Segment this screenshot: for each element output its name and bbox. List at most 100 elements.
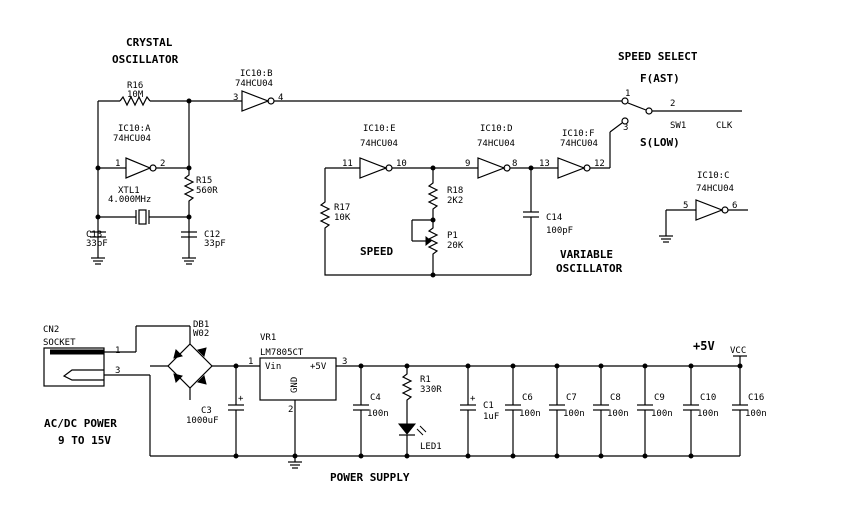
junction-dot <box>554 363 560 369</box>
ic10e-ref: IC10:E <box>363 124 396 134</box>
c13-ref: C13 <box>86 230 102 240</box>
c12-capacitor <box>181 231 197 238</box>
r16-value: 10M <box>127 90 144 100</box>
c1-value: 1uF <box>483 412 499 422</box>
variable-osc-title-1: VARIABLE <box>560 248 613 261</box>
led1-ref: LED1 <box>420 442 442 452</box>
r16-resistor <box>98 95 242 107</box>
c1-capacitor: + <box>460 366 476 456</box>
ic10d-pin-out: 8 <box>512 159 517 169</box>
xtl1-crystal <box>98 209 189 225</box>
cn2-value: SOCKET <box>43 338 76 348</box>
acdc-power-label: AC/DC POWER <box>44 417 117 430</box>
vr1-vout: +5V <box>310 362 327 372</box>
junction-dot <box>688 453 694 459</box>
junction-dot <box>688 363 694 369</box>
vr1-vin: Vin <box>265 362 281 372</box>
switch-fast-label: F(AST) <box>640 72 680 85</box>
vr1-pin-1: 1 <box>248 357 253 367</box>
junction-dot <box>510 363 516 369</box>
r15-ref: R15 <box>196 176 212 186</box>
c1-ref: C1 <box>483 401 494 411</box>
ic10d-pin-in: 9 <box>465 159 470 169</box>
vr1-regulator <box>259 357 337 401</box>
junction-dot <box>95 165 101 171</box>
db1-bridge-rectifier <box>150 326 236 400</box>
c4-capacitor <box>353 366 369 456</box>
c12-value: 33pF <box>204 239 226 249</box>
c7-ref: C7 <box>566 393 577 403</box>
svg-text:+: + <box>470 394 476 404</box>
junction-dot <box>430 217 436 223</box>
c8-capacitor <box>593 366 609 456</box>
ic10a-inverter <box>97 101 190 254</box>
junction-dot <box>510 453 516 459</box>
c6-value: 100n <box>519 409 541 419</box>
ground-symbol <box>288 456 302 469</box>
cn2-socket <box>43 325 190 456</box>
junction-dot <box>186 214 192 220</box>
ic10f-inverter <box>557 157 610 179</box>
junction-dot <box>598 363 604 369</box>
ground-symbol <box>91 254 105 265</box>
ic10a-ref: IC10:A <box>118 124 151 134</box>
switch-ref: SW1 <box>670 121 686 131</box>
r17-ref: R17 <box>334 203 350 213</box>
ic10c-ref: IC10:C <box>697 171 730 181</box>
c3-ref: C3 <box>201 406 212 416</box>
c10-value: 100n <box>697 409 719 419</box>
ic10e-part: 74HCU04 <box>360 139 398 149</box>
c16-value: 100n <box>745 409 767 419</box>
c13-value: 33pF <box>86 239 108 249</box>
r15-value: 560R <box>196 186 218 196</box>
c9-ref: C9 <box>654 393 665 403</box>
crystal-osc-title-1: CRYSTAL <box>126 36 173 49</box>
vr1-value: LM7805CT <box>260 348 304 358</box>
c14-ref: C14 <box>546 213 562 223</box>
ic10e-pin-in: 11 <box>342 159 353 169</box>
ic10a-pin-in: 1 <box>115 159 120 169</box>
vr1-gnd: GND <box>290 377 300 393</box>
junction-dot <box>465 453 471 459</box>
ic10f-part: 74HCU04 <box>560 139 598 149</box>
r15-resistor <box>183 168 195 254</box>
ic10c-pin-in: 5 <box>683 201 688 211</box>
ic10f-pin-out: 12 <box>594 159 605 169</box>
c16-ref: C16 <box>748 393 764 403</box>
switch-pin-2: 2 <box>670 99 675 109</box>
switch-pin-1: 1 <box>625 89 630 99</box>
junction-dot <box>404 363 410 369</box>
junction-dot <box>233 453 239 459</box>
c4-ref: C4 <box>370 393 381 403</box>
c10-ref: C10 <box>700 393 716 403</box>
vr1-pin-3: 3 <box>342 357 347 367</box>
db1-ref: DB1 <box>193 320 209 330</box>
junction-dot <box>404 453 410 459</box>
c7-capacitor <box>549 366 565 456</box>
ic10e-pin-out: 10 <box>396 159 407 169</box>
ic10d-ref: IC10:D <box>480 124 513 134</box>
cn2-pin-3: 3 <box>115 366 120 376</box>
cn2-ref: CN2 <box>43 325 59 335</box>
r18-value: 2K2 <box>447 196 463 206</box>
variable-osc-title-2: OSCILLATOR <box>556 262 623 275</box>
clk-label: CLK <box>716 121 733 131</box>
ic10b-ref: IC10:B <box>240 69 273 79</box>
c12-ref: C12 <box>204 230 220 240</box>
junction-dot <box>95 214 101 220</box>
ic10b-part: 74HCU04 <box>235 79 273 89</box>
cn2-pin-1: 1 <box>115 346 120 356</box>
c8-value: 100n <box>607 409 629 419</box>
ic10b-pin-out: 4 <box>278 93 283 103</box>
junction-dot <box>737 363 743 369</box>
xtl1-value: 4.000MHz <box>108 195 151 205</box>
crystal-osc-title-2: OSCILLATOR <box>112 53 179 66</box>
ic10b-inverter <box>241 90 622 112</box>
r18-ref: R18 <box>447 186 463 196</box>
r1-resistor <box>401 366 413 424</box>
ic10c-pin-out: 6 <box>732 201 737 211</box>
switch-pin-3: 3 <box>623 123 628 133</box>
r1-value: 330R <box>420 385 442 395</box>
